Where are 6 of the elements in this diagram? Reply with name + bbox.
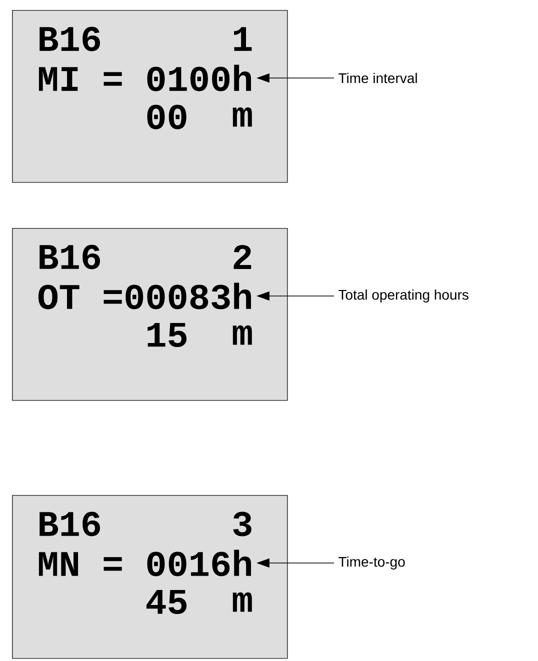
display-box: B16 2 OT =00083h 15 m: [12, 228, 288, 401]
callout-label: Total operating hours: [338, 289, 468, 303]
display-box: B16 3 MN = 0016h 45 m: [12, 495, 288, 659]
callout-label: Time-to-go: [338, 556, 405, 570]
callout-label: Time interval: [338, 72, 417, 84]
display-box: B16 1 MI = 0100h 00 m: [12, 10, 288, 183]
